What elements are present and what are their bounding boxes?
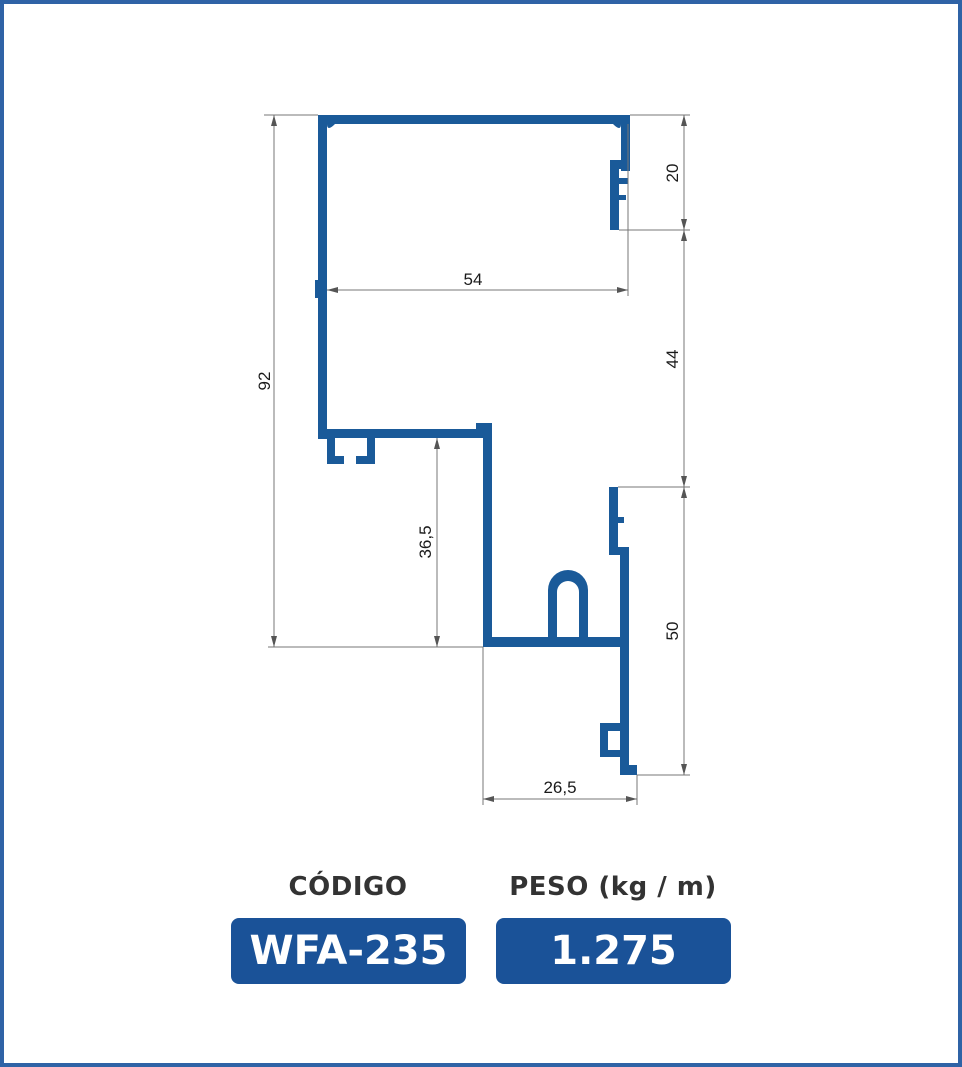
code-value: WFA-235 bbox=[249, 928, 448, 974]
weight-value: 1.275 bbox=[550, 928, 677, 974]
code-label: CÓDIGO bbox=[288, 872, 408, 902]
dimension-arrows bbox=[271, 115, 687, 802]
weight-value-badge: 1.275 bbox=[496, 918, 731, 984]
dimension-right-middle: 44 bbox=[663, 350, 682, 369]
dimension-top-width: 54 bbox=[464, 270, 483, 289]
aluminium-profile bbox=[315, 115, 637, 775]
profile-drawing: 92 54 20 44 50 36,5 26,5 bbox=[255, 114, 690, 805]
dimension-total-height: 92 bbox=[255, 372, 274, 391]
dimension-bottom-width: 26,5 bbox=[543, 778, 576, 797]
weight-label: PESO (kg / m) bbox=[509, 872, 717, 902]
code-value-badge: WFA-235 bbox=[231, 918, 466, 984]
dimension-step-height: 36,5 bbox=[416, 525, 435, 558]
dimension-right-bottom: 50 bbox=[663, 622, 682, 641]
dimension-right-top: 20 bbox=[663, 164, 682, 183]
